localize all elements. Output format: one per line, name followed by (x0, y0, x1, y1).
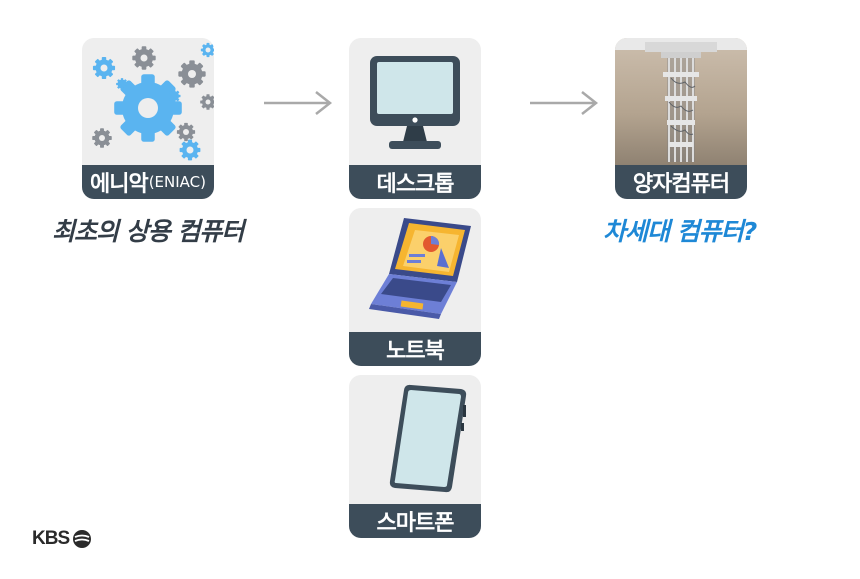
smartphone-icon (389, 384, 467, 493)
smartphone-label: 스마트폰 (349, 504, 481, 538)
eniac-card: 에니악(ENIAC) (82, 38, 214, 199)
kbs-logo-icon (73, 530, 92, 548)
eniac-caption: 최초의 상용 컴퓨터 (52, 217, 244, 246)
smartphone-card: 스마트폰 (349, 375, 481, 538)
arrow-right-icon (264, 91, 333, 115)
laptop-card: 노트북 (349, 208, 481, 366)
quantum-card: 양자컴퓨터 (615, 38, 747, 199)
monitor-icon (370, 56, 460, 149)
quantum-label: 양자컴퓨터 (615, 165, 747, 199)
eniac-label: 에니악(ENIAC) (82, 165, 214, 199)
kbs-logo: KBS (32, 528, 92, 550)
gears-icon (92, 42, 214, 161)
laptop-label: 노트북 (349, 332, 481, 366)
desktop-card: 데스크톱 (349, 38, 481, 199)
arrow-right-icon (530, 91, 599, 115)
quantum-caption: 차세대 컴퓨터? (603, 217, 757, 246)
quantum-computer-icon (615, 38, 747, 165)
desktop-label: 데스크톱 (349, 165, 481, 199)
laptop-icon (369, 218, 471, 319)
kbs-logo-text: KBS (32, 528, 70, 549)
